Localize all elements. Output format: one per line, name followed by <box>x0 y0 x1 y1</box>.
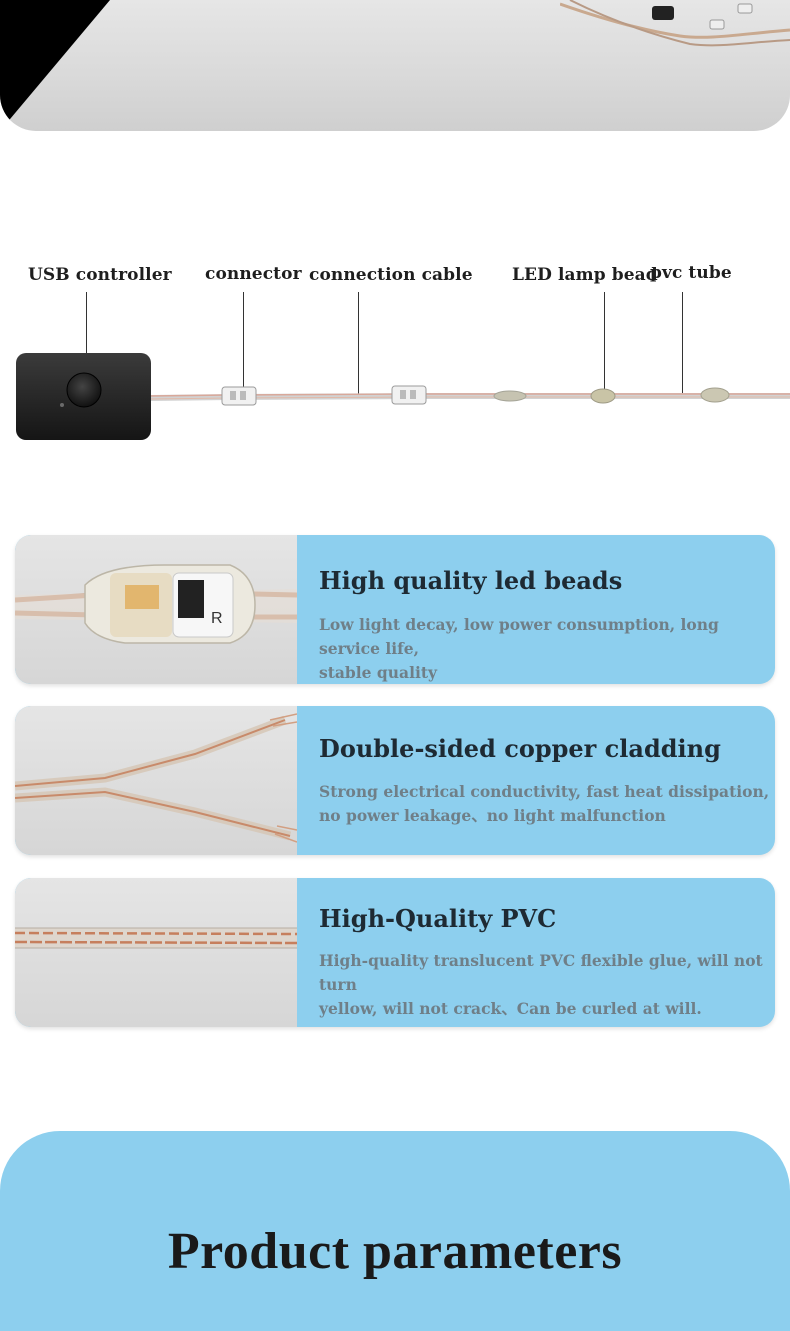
product-parameters-title: Product parameters <box>167 1223 623 1280</box>
led-bead-closeup-graphic: R <box>15 564 297 644</box>
feature-photo-copper-wire <box>15 706 297 855</box>
feature-desc-line-2: no power leakage、no light malfunction <box>319 806 666 825</box>
feature-card-led-beads: R High quality led beads Low light decay… <box>15 535 775 684</box>
product-parameters-banner <box>0 1131 790 1331</box>
feature-desc-led-beads: Low light decay, low power consumption, … <box>319 613 771 684</box>
feature-desc-line-2: yellow, will not crack、Can be curled at … <box>319 999 702 1018</box>
label-usb-controller: USB controller <box>28 265 172 285</box>
label-pvc-tube: pvc tube <box>650 263 732 283</box>
label-led-lamp-bead: LED lamp bead <box>512 265 658 285</box>
feature-title-copper: Double-sided copper cladding <box>319 734 721 763</box>
feature-title-pvc: High-Quality PVC <box>319 904 557 933</box>
feature-desc-copper: Strong electrical conductivity, fast hea… <box>319 780 771 828</box>
leader-line-usb <box>86 292 87 354</box>
feature-photo-led-bead: R <box>15 535 297 684</box>
resistor-label: R <box>211 610 223 627</box>
label-connection-cable: connection cable <box>309 265 473 285</box>
feature-card-copper: Double-sided copper cladding Strong elec… <box>15 706 775 855</box>
copper-wire-graphic <box>15 713 297 843</box>
leader-line-cable <box>358 292 359 395</box>
wire-detail-graphic <box>560 0 790 47</box>
feature-desc-line-1: Strong electrical conductivity, fast hea… <box>319 782 770 801</box>
feature-desc-pvc: High-quality translucent PVC flexible gl… <box>319 949 771 1021</box>
leader-line-bead <box>604 292 605 392</box>
feature-desc-line-2: stable quality <box>319 663 438 682</box>
component-diagram: USB controller connector connection cabl… <box>0 250 790 450</box>
light-string-graphic <box>16 353 790 440</box>
feature-desc-line-1: High-quality translucent PVC flexible gl… <box>319 951 763 994</box>
feature-desc-line-1: Low light decay, low power consumption, … <box>319 615 719 658</box>
leader-line-pvc <box>682 292 683 393</box>
black-corner-shape <box>0 0 110 131</box>
feature-photo-pvc-wire <box>15 878 297 1027</box>
label-connector: connector <box>205 264 302 284</box>
leader-line-connector <box>243 292 244 387</box>
feature-title-led-beads: High quality led beads <box>319 566 623 595</box>
pvc-wire-graphic <box>15 927 297 949</box>
feature-card-pvc: High-Quality PVC High-quality translucen… <box>15 878 775 1027</box>
top-product-photo <box>0 0 790 131</box>
